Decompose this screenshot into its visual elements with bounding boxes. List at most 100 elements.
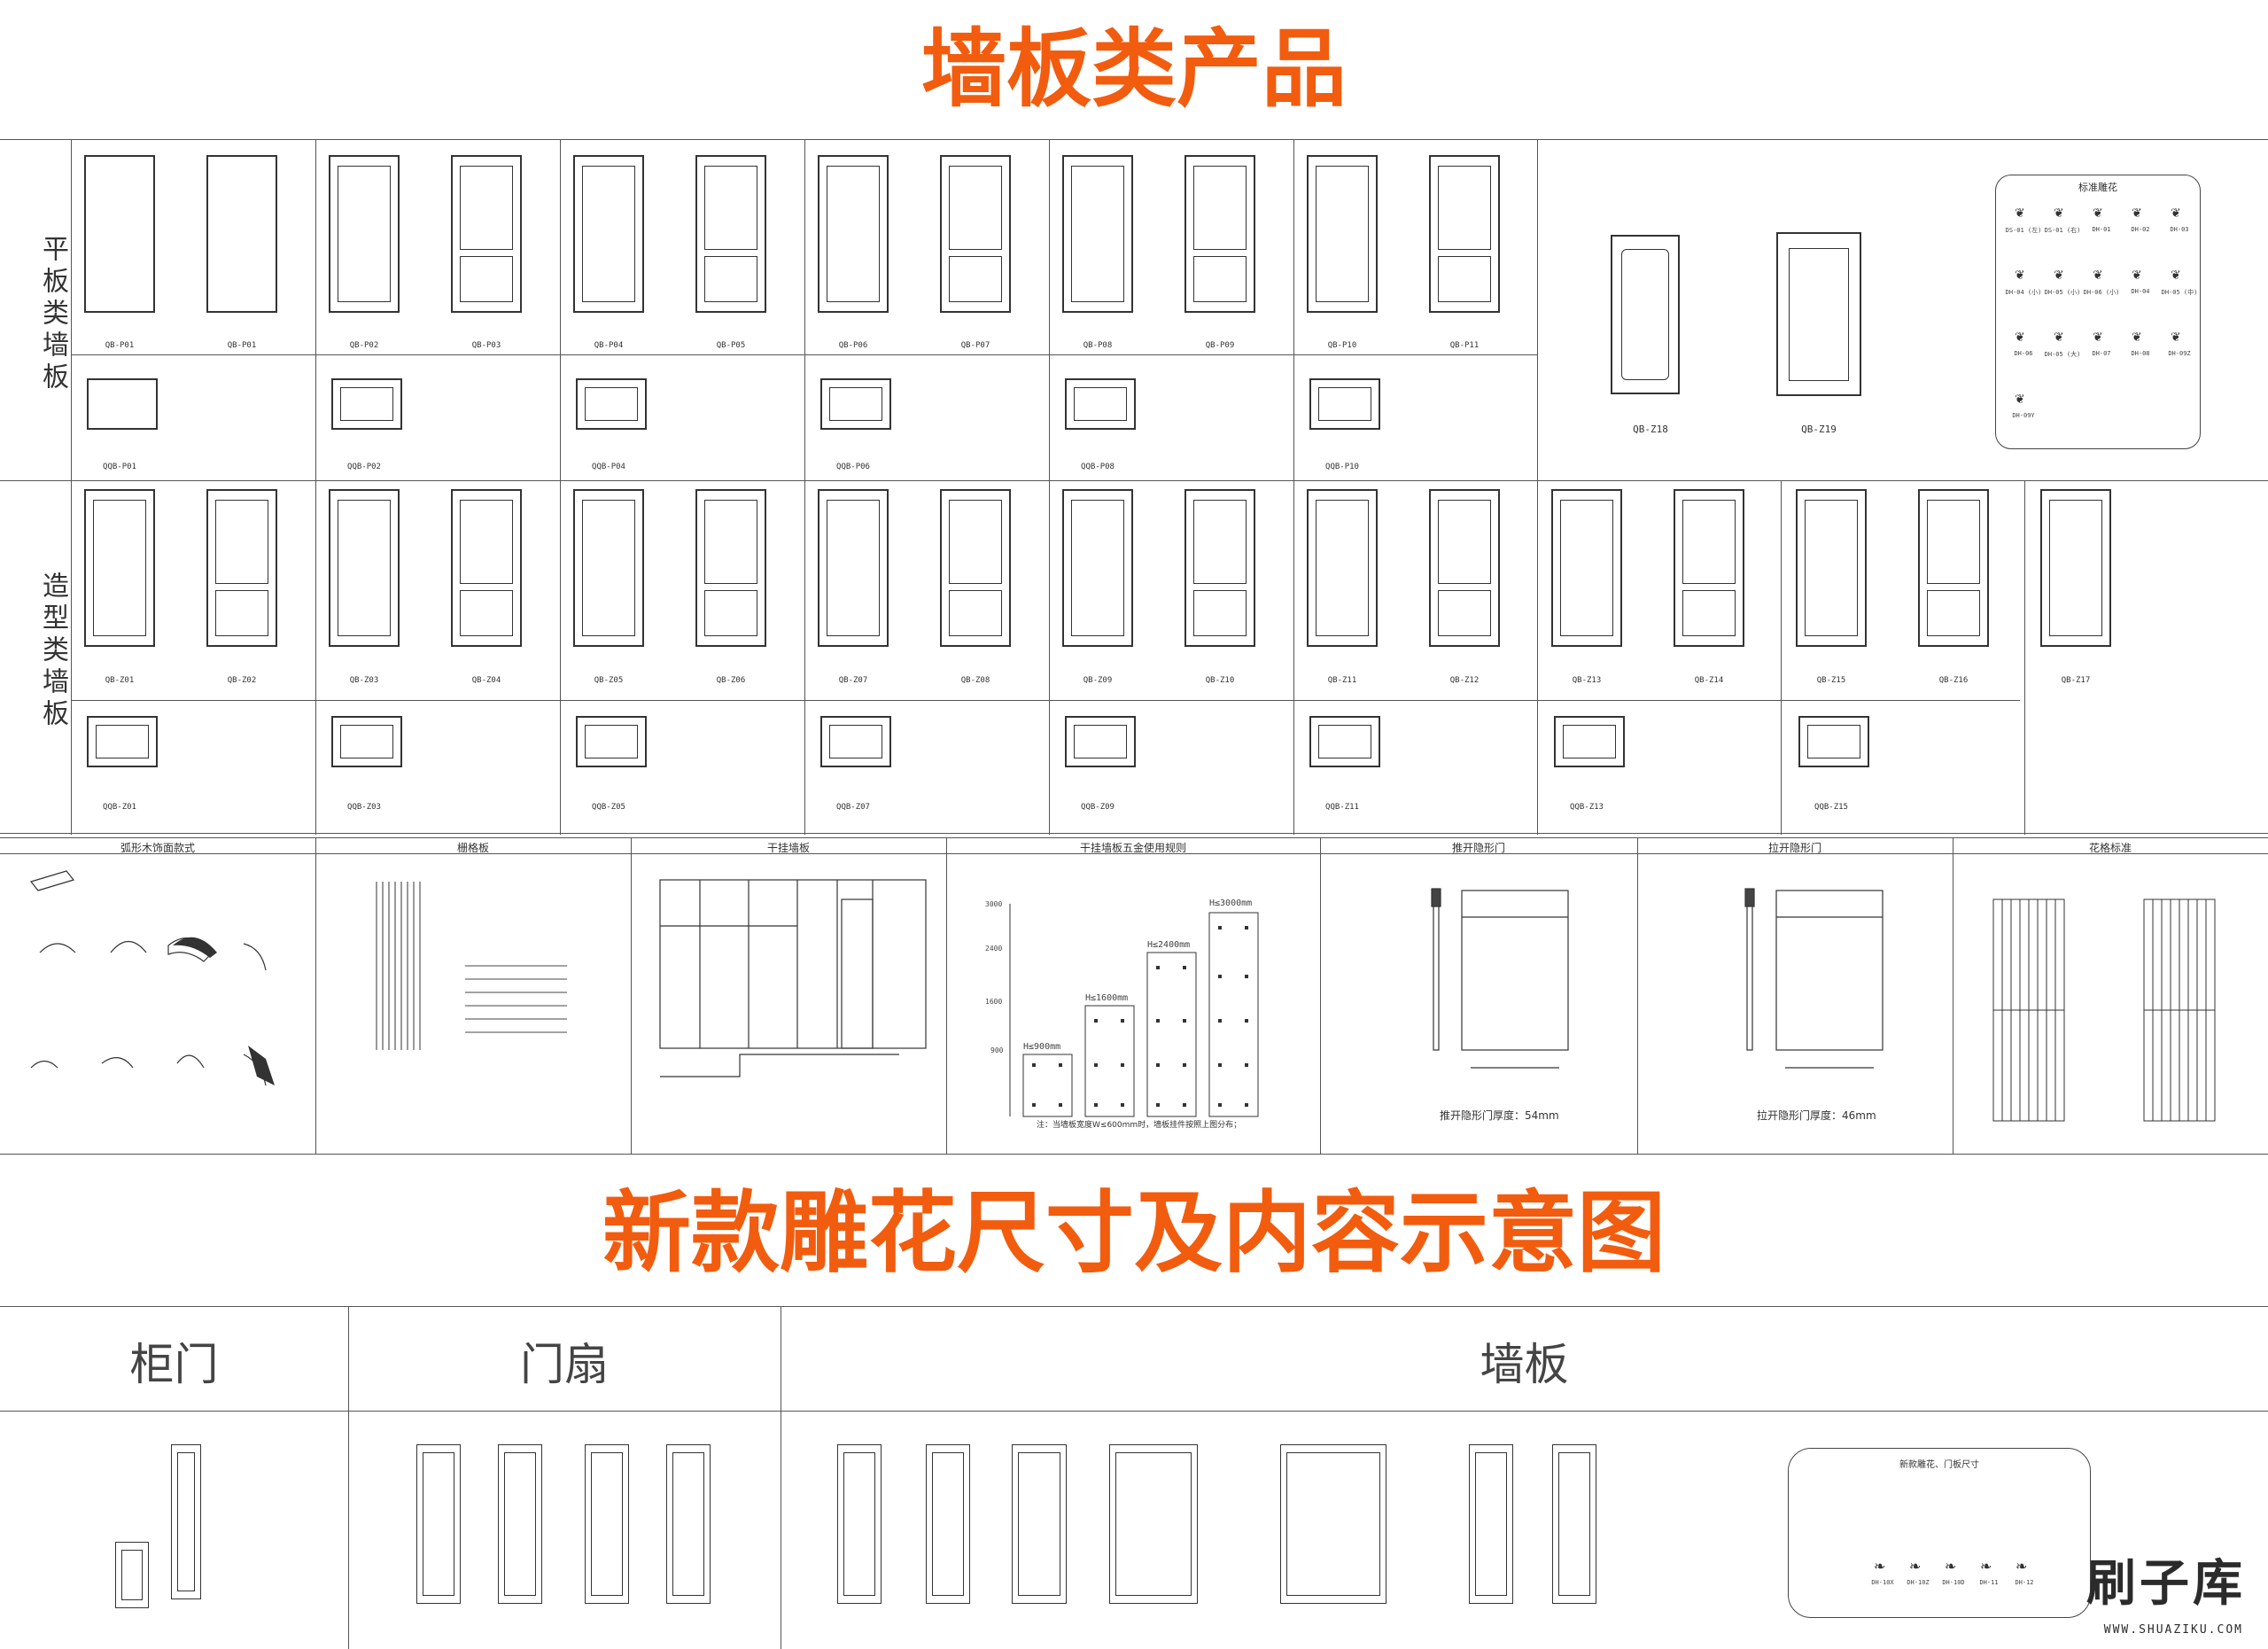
panel-code: QB-Z13	[1572, 676, 1602, 685]
panel-code: QB-Z19	[1801, 424, 1837, 435]
wall-panel-drawing	[1554, 716, 1625, 767]
panel-code: QB-P10	[1327, 341, 1357, 350]
panel-code: QQB-P10	[1325, 463, 1359, 471]
panel-code: QB-Z10	[1205, 676, 1235, 685]
panel-code: QQB-Z13	[1570, 803, 1604, 812]
wall-panel-drawing	[1309, 378, 1380, 430]
chart-label: H≤1600mm	[1085, 993, 1129, 1003]
divider	[1293, 480, 1294, 835]
footer-title: 新款雕花尺寸及内容示意图	[602, 1181, 1666, 1285]
watermark-url: WWW.SHUAZIKU.COM	[2103, 1623, 2243, 1637]
carving-label: DH-03	[2170, 226, 2189, 233]
divider	[1049, 139, 1050, 480]
carving-icon: ❦	[2171, 331, 2181, 345]
wall-panel-drawing	[820, 716, 891, 767]
panel-title: 干挂墙板五金使用规则	[1079, 842, 1186, 854]
panel-code: QQB-P06	[836, 463, 870, 471]
carving-icon: ❦	[2015, 206, 2025, 221]
arc-veneer-sketches	[29, 870, 275, 1086]
carving-catalog-box	[1995, 175, 2201, 449]
category-label-cabinet: 柜门	[129, 1339, 219, 1390]
panel-title: 干挂墙板	[766, 842, 810, 854]
carving-label: DS-01 (左)	[2005, 227, 2042, 234]
door-thickness-note: 拉开隐形门厚度：46mm	[1757, 1109, 1876, 1122]
panel-code: QQB-P01	[103, 463, 136, 471]
wall-panel-drawing	[940, 155, 1011, 313]
carving-label: DH-05 (小)	[2044, 289, 2081, 296]
section-label-flat: 平板类墙板	[37, 235, 68, 394]
wall-panel-drawing	[1065, 378, 1136, 430]
wall-panel-drawing	[84, 489, 155, 647]
divider	[71, 139, 72, 835]
axis-tick: 2400	[985, 945, 1003, 953]
carving-label: DH-05 (中)	[2161, 289, 2198, 296]
page-title: 墙板类产品	[921, 19, 1347, 119]
panel-code: QB-P03	[471, 341, 501, 350]
divider	[631, 837, 632, 1154]
divider	[0, 1154, 2268, 1155]
wall-panel-drawing	[329, 155, 400, 313]
chart-label: H≤2400mm	[1147, 940, 1191, 950]
door-drawing	[1109, 1444, 1198, 1604]
divider	[1637, 837, 1638, 1154]
carving-icon: ❦	[2015, 268, 2025, 283]
panel-code: QQB-Z09	[1081, 803, 1115, 812]
panel-title: 推开隐形门	[1451, 842, 1505, 854]
panel-title: 拉开隐形门	[1767, 842, 1821, 854]
chart-label: H≤3000mm	[1209, 898, 1253, 908]
door-drawing	[1280, 1444, 1386, 1604]
panel-code: QB-Z07	[838, 676, 868, 685]
carving-label: DH-05 (大)	[2044, 351, 2081, 358]
panel-code: QB-P01	[227, 341, 257, 350]
divider	[1781, 480, 1782, 835]
wall-panel-drawing	[1062, 489, 1133, 647]
panel-code: QQB-Z01	[103, 803, 136, 812]
panel-code: QB-Z02	[227, 676, 257, 685]
wall-panel-drawing	[329, 489, 400, 647]
carving-icon: ❦	[2171, 206, 2181, 221]
carving-icon: ❧	[1909, 1558, 1922, 1575]
carving-label: DH-10Z	[1907, 1579, 1930, 1586]
wall-panel-drawing	[1674, 489, 1744, 647]
carving-icon: ❦	[2054, 206, 2064, 221]
new-carving-title: 新款雕花、门板尺寸	[1899, 1460, 1979, 1470]
door-drawing	[115, 1542, 149, 1608]
wall-panel-drawing	[451, 155, 522, 313]
panel-code: QB-P02	[349, 341, 379, 350]
panel-code: QB-P09	[1205, 341, 1235, 350]
divider	[560, 139, 561, 480]
divider	[946, 837, 947, 1154]
carving-icon: ❧	[2016, 1558, 2028, 1575]
panel-code: QQB-Z15	[1814, 803, 1848, 812]
hardware-chart	[1009, 904, 1259, 1117]
carving-label: DH-06 (小)	[2083, 289, 2120, 296]
grille-drawing	[376, 882, 421, 1050]
carving-label: DH-10X	[1871, 1579, 1894, 1586]
panel-code: QB-Z08	[960, 676, 990, 685]
carving-icon: ❦	[2093, 331, 2103, 345]
carving-icon: ❦	[2054, 331, 2064, 345]
carving-icon: ❦	[2093, 268, 2103, 283]
panel-code: QB-P01	[105, 341, 135, 350]
carving-box-title: 标准雕花	[2078, 182, 2117, 193]
wall-panel-drawing	[84, 155, 155, 313]
divider	[804, 480, 805, 835]
panel-code: QB-Z04	[471, 676, 501, 685]
wall-panel-drawing	[206, 155, 277, 313]
door-drawing	[1012, 1444, 1067, 1604]
wall-panel-drawing	[576, 716, 647, 767]
panel-code: QQB-Z03	[347, 803, 381, 812]
wall-panel-drawing	[1551, 489, 1622, 647]
wall-panel-drawing	[331, 378, 402, 430]
carving-label: DH-09Y	[2012, 412, 2035, 419]
door-drawing	[837, 1444, 882, 1604]
panel-code: QB-P11	[1449, 341, 1480, 350]
wall-panel-drawing	[1184, 489, 1255, 647]
door-drawing	[585, 1444, 629, 1604]
grille-legend	[465, 965, 567, 1033]
divider	[0, 853, 2268, 854]
divider	[71, 700, 2020, 701]
panel-title: 弧形木饰面款式	[120, 842, 195, 854]
door-drawing	[416, 1444, 461, 1604]
carving-label: DH-11	[1979, 1579, 1999, 1586]
